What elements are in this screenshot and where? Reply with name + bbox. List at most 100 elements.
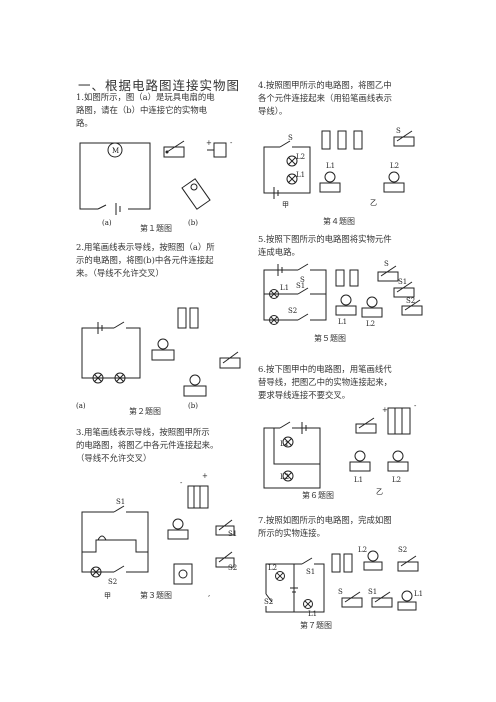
figure-caption: 第２题图 bbox=[129, 407, 161, 416]
switch-component: S2 bbox=[397, 546, 419, 572]
question-7-text: 7.按照如图所示的电路图，完成如图 所示的实物连接。 bbox=[258, 514, 438, 540]
battery-component bbox=[181, 178, 211, 210]
lamp-component: L1 bbox=[349, 450, 371, 484]
question-5-figure: S L1 S1 S2 S S1 S2 L1 L2 bbox=[263, 260, 423, 328]
text-line: 的电路图，将图乙中各元件连接起来。 bbox=[76, 440, 219, 450]
label-yi: 乙 bbox=[376, 488, 383, 496]
switch-label: S1 bbox=[228, 530, 237, 538]
switch-label: S bbox=[338, 588, 343, 596]
label-a: (a) bbox=[102, 219, 112, 227]
label-jia: 甲 bbox=[282, 201, 289, 209]
lamp-symbol bbox=[92, 372, 104, 384]
switch-component: S1 bbox=[393, 278, 415, 298]
lamp-label: L2 bbox=[296, 153, 305, 161]
lamp-label: L1 bbox=[280, 284, 289, 292]
lamp-component bbox=[167, 518, 189, 540]
switch-component bbox=[355, 417, 377, 434]
lamp-label: L2 bbox=[366, 320, 375, 328]
figure-caption: 第５题图 bbox=[314, 334, 346, 343]
parallel-branch bbox=[273, 428, 320, 465]
figure-caption: 第３题图 bbox=[140, 591, 172, 600]
switch-label: S2 bbox=[406, 297, 415, 305]
switch-label: S2 bbox=[228, 564, 237, 572]
text-line: 1.如图所示，图（a）是玩具电扇的电 bbox=[76, 92, 215, 102]
bell-component bbox=[173, 563, 193, 585]
text-line: 各个元件连接起来（用铅笔画线表示 bbox=[258, 93, 392, 103]
circuit-wire-loop bbox=[265, 563, 325, 613]
lamp-symbol: L2 bbox=[280, 470, 294, 482]
figure-caption: 第６题图 bbox=[302, 491, 334, 500]
switch-label: S1 bbox=[306, 568, 315, 576]
switch-lever bbox=[297, 313, 309, 321]
battery-component bbox=[177, 307, 199, 329]
comma-mark: , bbox=[208, 590, 210, 598]
switch-lever bbox=[297, 287, 309, 295]
battery-component: + - bbox=[382, 402, 417, 435]
lamp-symbol: L1 bbox=[269, 284, 289, 299]
question-7-figure: L2 S1 S2 L1 L2 S2 S S1 L1 bbox=[262, 546, 423, 618]
switch-label: S1 bbox=[116, 498, 125, 506]
lamp-component: L2 bbox=[383, 162, 405, 193]
switch-label: S1 bbox=[398, 278, 407, 286]
lamp-symbol bbox=[114, 372, 126, 384]
question-1-text: 1.如图所示，图（a）是玩具电扇的电 路图，请在（b）中连接它的实物电 路。 bbox=[76, 91, 251, 130]
plus-sign: + bbox=[206, 139, 212, 147]
battery-component bbox=[335, 269, 359, 287]
lamp-component bbox=[151, 338, 175, 361]
label-yi: 乙 bbox=[370, 199, 377, 207]
text-line: 2.用笔画线表示导线，按照图（a）所 bbox=[76, 242, 215, 252]
switch-component bbox=[219, 351, 241, 369]
question-2-figure: (a) (b) bbox=[76, 307, 241, 410]
switch-component: S bbox=[338, 588, 363, 608]
motor-symbol bbox=[107, 142, 123, 158]
lamp-label: L2 bbox=[392, 476, 401, 484]
text-line: 5.按照下图所示的电路图将实物元件 bbox=[258, 234, 392, 244]
label-a: (a) bbox=[76, 402, 86, 410]
switch-component bbox=[163, 140, 185, 158]
motor-component: + - bbox=[206, 139, 233, 158]
question-6-text: 6.按下图甲中的电路图，用笔画线代 替导线，把图乙中的实物连接起来， 要求导线连… bbox=[258, 363, 438, 402]
switch-label: S1 bbox=[368, 588, 377, 596]
parallel-branch bbox=[82, 539, 148, 553]
switch-label: S bbox=[300, 276, 305, 284]
switch-lever bbox=[97, 204, 107, 210]
lamp-label: L2 bbox=[268, 564, 277, 572]
bell-symbol bbox=[97, 535, 107, 541]
lamp-symbol bbox=[90, 566, 102, 578]
text-line: （导线不允许交叉） bbox=[76, 453, 152, 463]
lamp-component: L2 bbox=[387, 450, 409, 484]
lamp-symbol: L1 bbox=[303, 599, 317, 618]
switch-component: S2 bbox=[401, 297, 423, 316]
text-line: 7.按照如图所示的电路图，完成如图 bbox=[258, 515, 392, 525]
switch-lever bbox=[113, 565, 125, 573]
switch-label: S2 bbox=[288, 307, 297, 315]
section-title: 一、根据电路图连接实物图 bbox=[78, 78, 241, 93]
lamp-label: L2 bbox=[390, 162, 399, 170]
circuit-wire-loop bbox=[263, 269, 327, 321]
switch-component: S2 bbox=[215, 551, 237, 572]
switch-component: S bbox=[377, 260, 399, 282]
text-line: 来。（导线不允许交叉） bbox=[76, 268, 164, 278]
text-line: 示的电路图，将图(b)中各元件连接起 bbox=[76, 255, 214, 265]
question-4-text: 4.按照图甲所示的电路图，将图乙中 各个元件连接起来（用铅笔画线表示 导线）。 bbox=[258, 79, 438, 118]
lamp-symbol: L1 bbox=[286, 171, 305, 185]
lamp-label: L1 bbox=[414, 590, 423, 598]
figure-caption: 第１题图 bbox=[140, 224, 172, 233]
battery-component: - + bbox=[180, 472, 209, 509]
circuit-wire-loop bbox=[81, 511, 149, 573]
lamp-label: L2 bbox=[358, 546, 367, 554]
switch-lever bbox=[297, 263, 309, 271]
question-3-text: 3.用笔画线表示导线，按照图甲所示 的电路图，将图乙中各元件连接起来。 （导线不… bbox=[76, 426, 256, 465]
switch-label: S bbox=[396, 127, 401, 135]
text-line: 要求导线连接不要交叉。 bbox=[258, 390, 351, 400]
question-2-text: 2.用笔画线表示导线，按照图（a）所 示的电路图，将图(b)中各元件连接起 来。… bbox=[76, 241, 256, 280]
question-1-figure: M (a) + - (b) bbox=[79, 139, 233, 227]
question-4-figure: S L2 L1 甲 S L1 L2 乙 bbox=[263, 127, 415, 209]
lamp-component: L1 bbox=[397, 590, 423, 611]
minus-sign: - bbox=[230, 139, 233, 147]
question-5-text: 5.按照下图所示的电路图将实物元件 连成电路。 bbox=[258, 233, 438, 259]
lamp-component: L2 bbox=[361, 296, 383, 328]
switch-component: S bbox=[393, 127, 415, 147]
switch-label: S2 bbox=[108, 578, 117, 586]
switch-component: S1 bbox=[215, 519, 237, 538]
